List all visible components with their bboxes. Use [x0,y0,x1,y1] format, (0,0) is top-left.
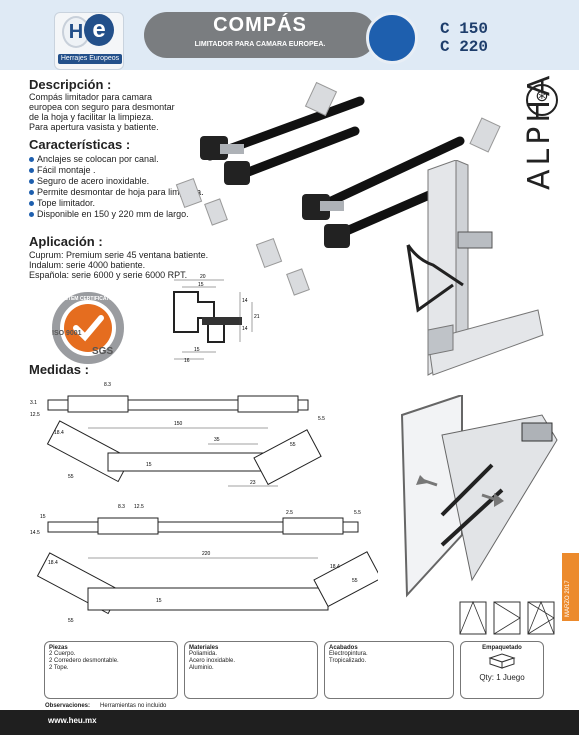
footer-bar [0,710,579,735]
observaciones-value: Herramientas no incluido [100,703,167,709]
brand-disc-icon [366,12,418,64]
dim-label: 2.5 [286,510,293,516]
descripcion-text: Compás limitador para camara europea con… [29,92,175,132]
aplicacion-heading: Aplicación : [29,234,103,249]
c220-dimension-drawing: 8.3 12.5 15 14.5 2.5 5.5 220 18.4 18.4 5… [30,504,378,624]
dim-label: 20 [200,274,206,280]
caracteristicas-heading: Características : [29,137,131,152]
piezas-lines: 2 Cuerpo. 2 Corredero desmontable. 2 Top… [49,651,119,671]
empaquetado-qty: Qty: 1 Juego [479,673,525,682]
title-banner [144,12,376,58]
dim-label: 15 [40,514,46,520]
dim-label: 8.3 [118,504,125,510]
dim-label: 3.1 [30,400,37,406]
empaquetado-heading: Empaquetado [482,645,522,651]
dim-label: 15 [156,598,162,604]
profile-section-drawing: 20 15 14 21 14 15 16 [173,274,260,364]
certification-seal [52,292,124,364]
dim-label: 15 [194,347,200,353]
list-item: Seguro de acero inoxidable. [29,176,204,187]
date-tab [562,553,579,621]
alpha-brand-icon: ⊛ [526,84,558,116]
product-subtitle: LIMITADOR PARA CAMARA EUROPEA. [194,41,326,48]
dim-label: 16 [184,358,190,364]
dim-label: 55 [68,474,74,480]
list-item: Permite desmontar de hoja para limpieza. [29,187,204,198]
acabados-lines: Electropintura. Tropicalizado. [329,651,368,664]
dim-label: 18.4 [330,564,340,570]
observaciones-label: Observaciones: [45,703,91,709]
dim-label: 220 [202,551,211,557]
opening-icons [458,600,558,636]
list-item: Fácil montaje . [29,165,204,176]
dim-label: 14 [242,298,248,304]
cert-label: SYSTEM CERTIFICATION [57,296,119,302]
logo-letter-e: e [84,14,114,46]
descripcion-heading: Descripción : [29,77,112,92]
cert-sgs: SGS [92,346,114,357]
dim-label: 12.5 [134,504,144,510]
dim-label: 15 [146,462,152,468]
dim-label: 5.5 [354,510,361,516]
dim-label: 14 [242,326,248,332]
window-illustration-top [406,160,544,376]
piezas-heading: Piezas [49,645,68,651]
footer-url[interactable]: www.heu.mx [48,716,97,725]
checkmark-icon [64,304,112,352]
empaquetado-box: Empaquetado Qty: 1 Juego [460,641,544,699]
dim-label: 55 [68,618,74,624]
caracteristicas-list: Anclajes se colocan por canal. Fácil mon… [29,154,204,220]
list-item: Anclajes se colocan por canal. [29,154,204,165]
dim-label: 12.5 [30,412,40,418]
c150-dimension-drawing: 3.1 8.3 12.5 5.5 150 18.4 35 55 15 23 55 [30,382,325,487]
materiales-heading: Materiales [189,645,219,651]
dim-label: 55 [290,442,296,448]
dim-label: 55 [352,578,358,584]
aplicacion-text: Cuprum: Premium serie 45 ventana batient… [29,250,209,280]
dim-label: 18.4 [48,560,58,566]
dim-label: 8.3 [104,382,111,388]
dim-label: 150 [174,421,183,427]
product-title: COMPÁS [213,14,307,36]
acabados-heading: Acabados [329,645,358,651]
dim-label: 21 [254,314,260,320]
materiales-box: Materiales Poliamida. Acero inoxidable. … [184,641,318,699]
dim-label: 15 [198,282,204,288]
model-c220: C 220 [440,38,489,56]
dim-label: 18.4 [54,430,64,436]
list-item: Tope limitador. [29,198,204,209]
date-text: MARZO 2017 [565,580,571,617]
dim-label: 35 [214,437,220,443]
piezas-box: Piezas 2 Cuerpo. 2 Corredero desmontable… [44,641,178,699]
dim-label: 5.5 [318,416,325,422]
medidas-heading: Medidas : [29,362,89,377]
product-photo [175,81,501,296]
cert-iso: ISO 9001 [52,330,82,337]
box-icon [488,653,516,669]
model-c150: C 150 [440,20,489,38]
dim-label: 23 [250,480,256,486]
materiales-lines: Poliamida. Acero inoxidable. Aluminio. [189,651,236,671]
acabados-box: Acabados Electropintura. Tropicalizado. [324,641,454,699]
dim-label: 14.5 [30,530,40,536]
window-illustration-open [400,395,558,598]
logo-subtitle: Herrajes Europeos [58,54,122,64]
list-item: Disponible en 150 y 220 mm de largo. [29,209,204,220]
